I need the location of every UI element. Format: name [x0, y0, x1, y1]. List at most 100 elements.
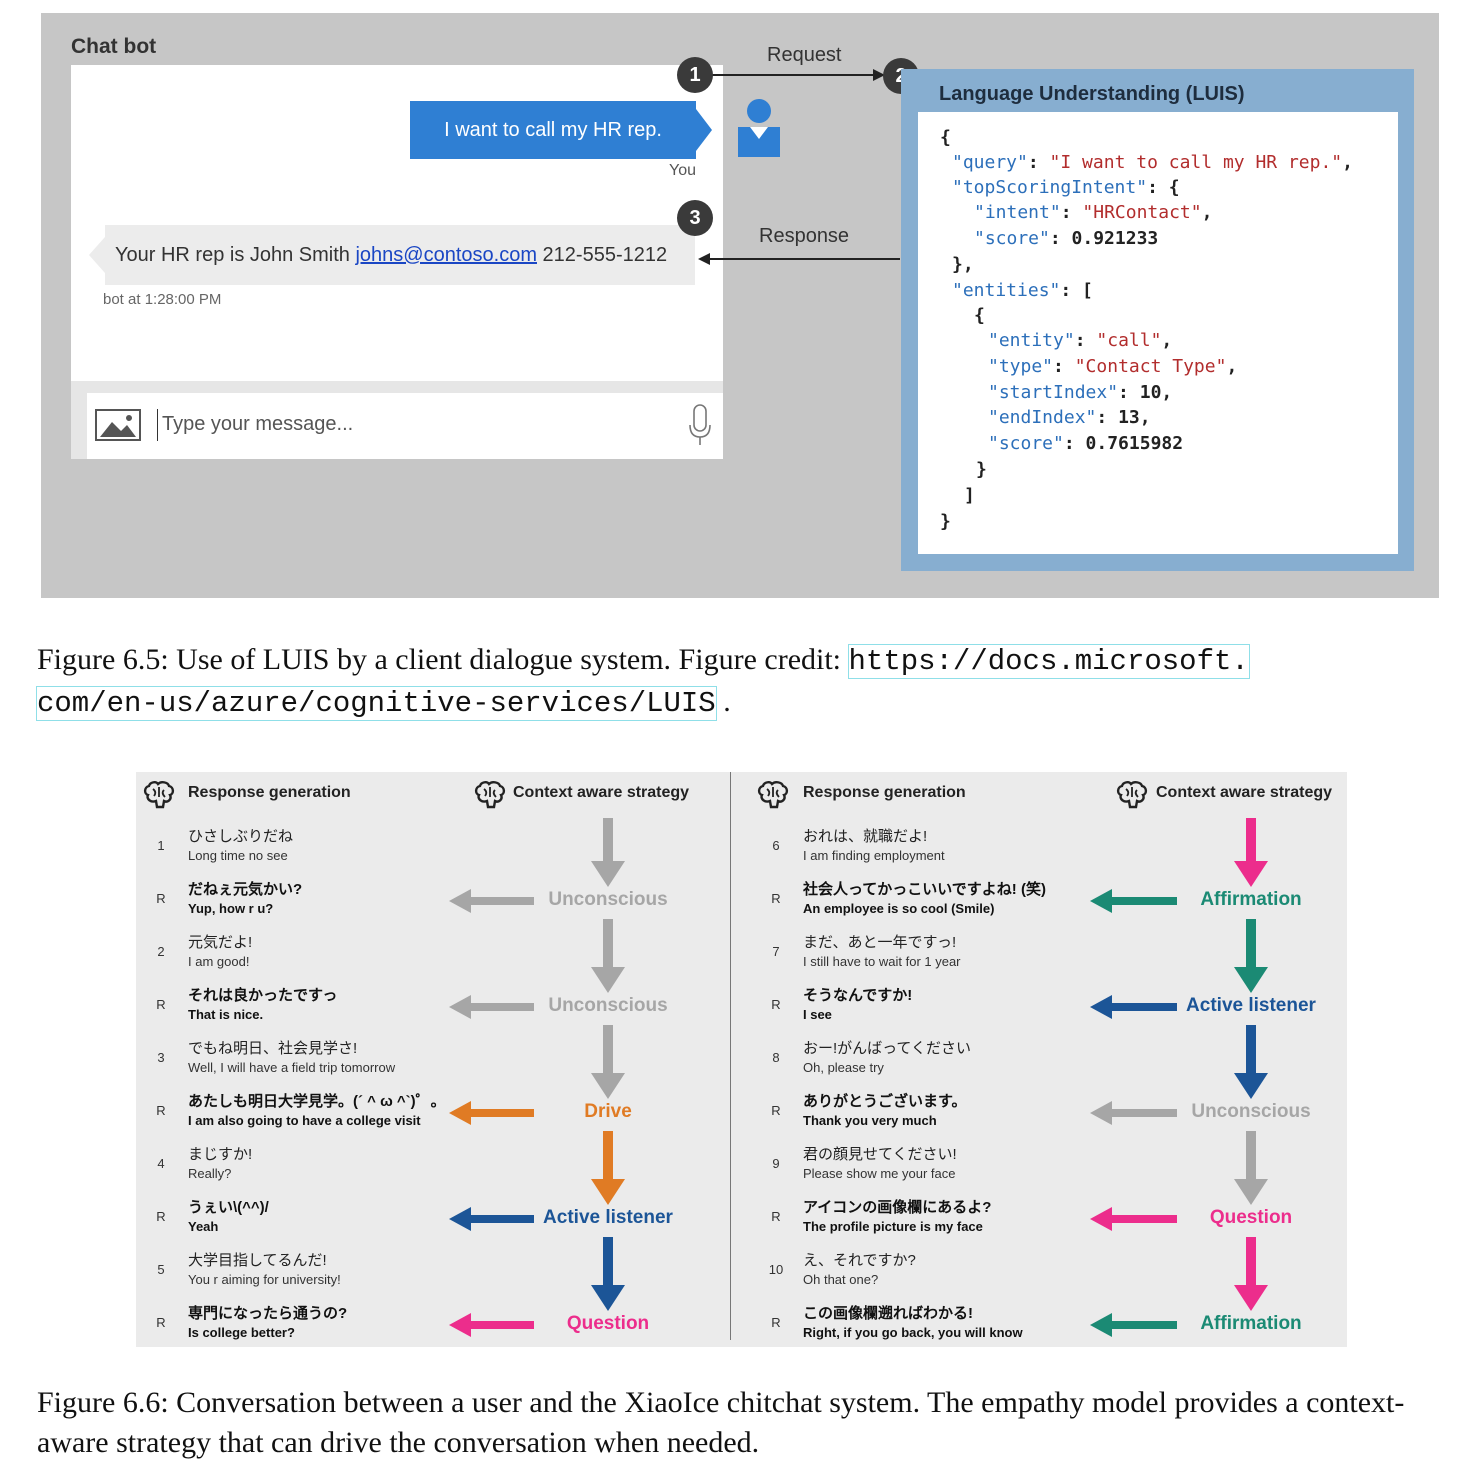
- utterance-japanese: そうなんですか!: [803, 987, 913, 1004]
- row-number: 8: [772, 1050, 780, 1065]
- row-number: 9: [772, 1156, 780, 1171]
- utterance-english: You r aiming for university!: [188, 1272, 341, 1287]
- json-line: "startIndex": 10,: [988, 382, 1173, 403]
- flow-arrow-down: [591, 1237, 625, 1311]
- utterance-english: Right, if you go back, you will know: [803, 1325, 1023, 1340]
- row-number: R: [156, 891, 166, 906]
- row-number: R: [771, 1315, 781, 1330]
- json-line: "endIndex": 13,: [988, 407, 1151, 428]
- json-line: "entities": [: [952, 280, 1093, 301]
- json-line: "query": "I want to call my HR rep.",: [952, 152, 1353, 173]
- strategy-label: Unconscious: [548, 995, 668, 1016]
- luis-figure: Chat bot I want to call my HR rep. You Y…: [41, 13, 1439, 598]
- utterance-japanese: でもね明日、社会見学さ!: [188, 1040, 358, 1057]
- utterance-japanese: ひさしぶりだね: [188, 828, 294, 845]
- strategy-arrow-left: [1090, 995, 1177, 1019]
- row-number: 7: [772, 944, 780, 959]
- row-number: 4: [157, 1156, 165, 1171]
- flow-arrow-down: [1234, 818, 1268, 887]
- bot-email-link[interactable]: johns@contoso.com: [355, 244, 537, 266]
- message-input-placeholder: Type your message...: [162, 413, 354, 435]
- utterance-english: That is nice.: [188, 1007, 264, 1022]
- row-number: 6: [772, 838, 780, 853]
- json-line: {: [974, 305, 985, 326]
- utterance-english: Yeah: [188, 1219, 219, 1234]
- figure-6-5-caption: Figure 6.5: Use of LUIS by a client dial…: [36, 643, 1250, 721]
- panel-divider: [730, 772, 731, 1340]
- message-input-bar: Type your message...: [71, 381, 723, 459]
- utterance-english: I still have to wait for 1 year: [803, 954, 961, 969]
- response-arrow: [698, 253, 900, 265]
- request-label: Request: [767, 44, 842, 66]
- xiaoice-figure: Response generation Context aware strate…: [136, 772, 1347, 1347]
- strategy-label: Drive: [584, 1101, 632, 1122]
- strategy-arrow-left: [449, 1101, 534, 1125]
- utterance-japanese: 社会人ってかっこいいですよね! (笑): [803, 881, 1046, 898]
- step-badge-1: 1: [677, 57, 713, 93]
- flow-arrow-down: [1234, 919, 1268, 993]
- bot-message-prefix: Your HR rep is John Smith: [115, 244, 356, 266]
- utterance-english: Long time no see: [188, 848, 288, 863]
- strategy-label: Affirmation: [1200, 1313, 1302, 1334]
- figure-credit-link-1[interactable]: https://docs.microsoft.: [847, 644, 1250, 679]
- flow-arrow-down: [591, 919, 625, 993]
- strategy-label: Question: [566, 1313, 650, 1334]
- header-response-generation-right: Response generation: [803, 784, 966, 801]
- microphone-icon[interactable]: [687, 403, 713, 449]
- header-context-strategy: Context aware strategy: [513, 784, 690, 801]
- message-input-field[interactable]: Type your message...: [87, 393, 723, 459]
- utterance-japanese: 元気だよ!: [188, 934, 253, 951]
- bot-bubble-tail: [89, 237, 105, 273]
- header-response-generation: Response generation: [188, 784, 351, 801]
- json-line: },: [952, 254, 974, 275]
- row-number: R: [771, 1209, 781, 1224]
- utterance-japanese: え、それですか?: [803, 1252, 916, 1269]
- luis-panel: Language Understanding (LUIS) { "query":…: [901, 69, 1414, 571]
- row-number: R: [156, 997, 166, 1012]
- utterance-japanese: おれは、就職だよ!: [803, 828, 928, 845]
- row-number: 10: [768, 1262, 784, 1277]
- utterance-english: Really?: [188, 1166, 232, 1181]
- utterance-japanese: ありがとうございます。: [803, 1093, 967, 1110]
- row-number: R: [771, 891, 781, 906]
- json-line: ]: [964, 485, 975, 506]
- flow-arrow-down: [1234, 1131, 1268, 1205]
- json-line: "entity": "call",: [988, 330, 1173, 351]
- flow-arrow-down: [1234, 1237, 1268, 1311]
- utterance-english: Oh that one?: [803, 1272, 879, 1287]
- utterance-japanese: まじすか!: [188, 1146, 253, 1163]
- user-avatar-icon: [738, 99, 780, 157]
- image-upload-icon[interactable]: [95, 409, 141, 441]
- json-line: {: [940, 127, 951, 148]
- strategy-arrow-left: [449, 1207, 534, 1231]
- utterance-english: Is college better?: [188, 1325, 295, 1340]
- utterance-japanese: 大学目指してるんだ!: [188, 1252, 327, 1269]
- strategy-arrow-left: [449, 889, 534, 913]
- strategy-arrows: [449, 818, 1268, 1337]
- user-bubble-tail: [696, 109, 712, 151]
- strategy-label: Unconscious: [1191, 1101, 1311, 1122]
- row-number: R: [156, 1315, 166, 1330]
- row-number: R: [771, 1103, 781, 1118]
- utterance-english: I am also going to have a college visit: [188, 1113, 421, 1128]
- response-label: Response: [759, 225, 850, 247]
- bot-timestamp: bot at 1:28:00 PM: [103, 291, 222, 308]
- utterance-japanese: この画像欄遡ればわかる!: [803, 1305, 973, 1322]
- utterance-japanese: それは良かったですっ: [188, 987, 338, 1004]
- figure-credit-link-2[interactable]: com/en-us/azure/cognitive-services/LUIS: [36, 686, 717, 721]
- json-line: }: [940, 511, 951, 532]
- strategy-arrow-left: [1090, 1207, 1177, 1231]
- user-label: You: [669, 162, 696, 179]
- flow-arrow-down: [591, 1025, 625, 1099]
- step-badge-3: 3: [677, 200, 713, 236]
- utterance-english: Oh, please try: [803, 1060, 884, 1075]
- json-line: "intent": "HRContact",: [974, 202, 1213, 223]
- row-number: 5: [157, 1262, 165, 1277]
- utterance-japanese: 専門になったら通うの?: [188, 1305, 348, 1322]
- row-number: R: [771, 997, 781, 1012]
- utterance-english: I see: [803, 1007, 832, 1022]
- utterance-english: I am finding employment: [803, 848, 945, 863]
- row-number: R: [156, 1209, 166, 1224]
- json-line: "score": 0.7615982: [988, 433, 1184, 454]
- utterance-japanese: アイコンの画像欄にあるよ?: [803, 1199, 992, 1216]
